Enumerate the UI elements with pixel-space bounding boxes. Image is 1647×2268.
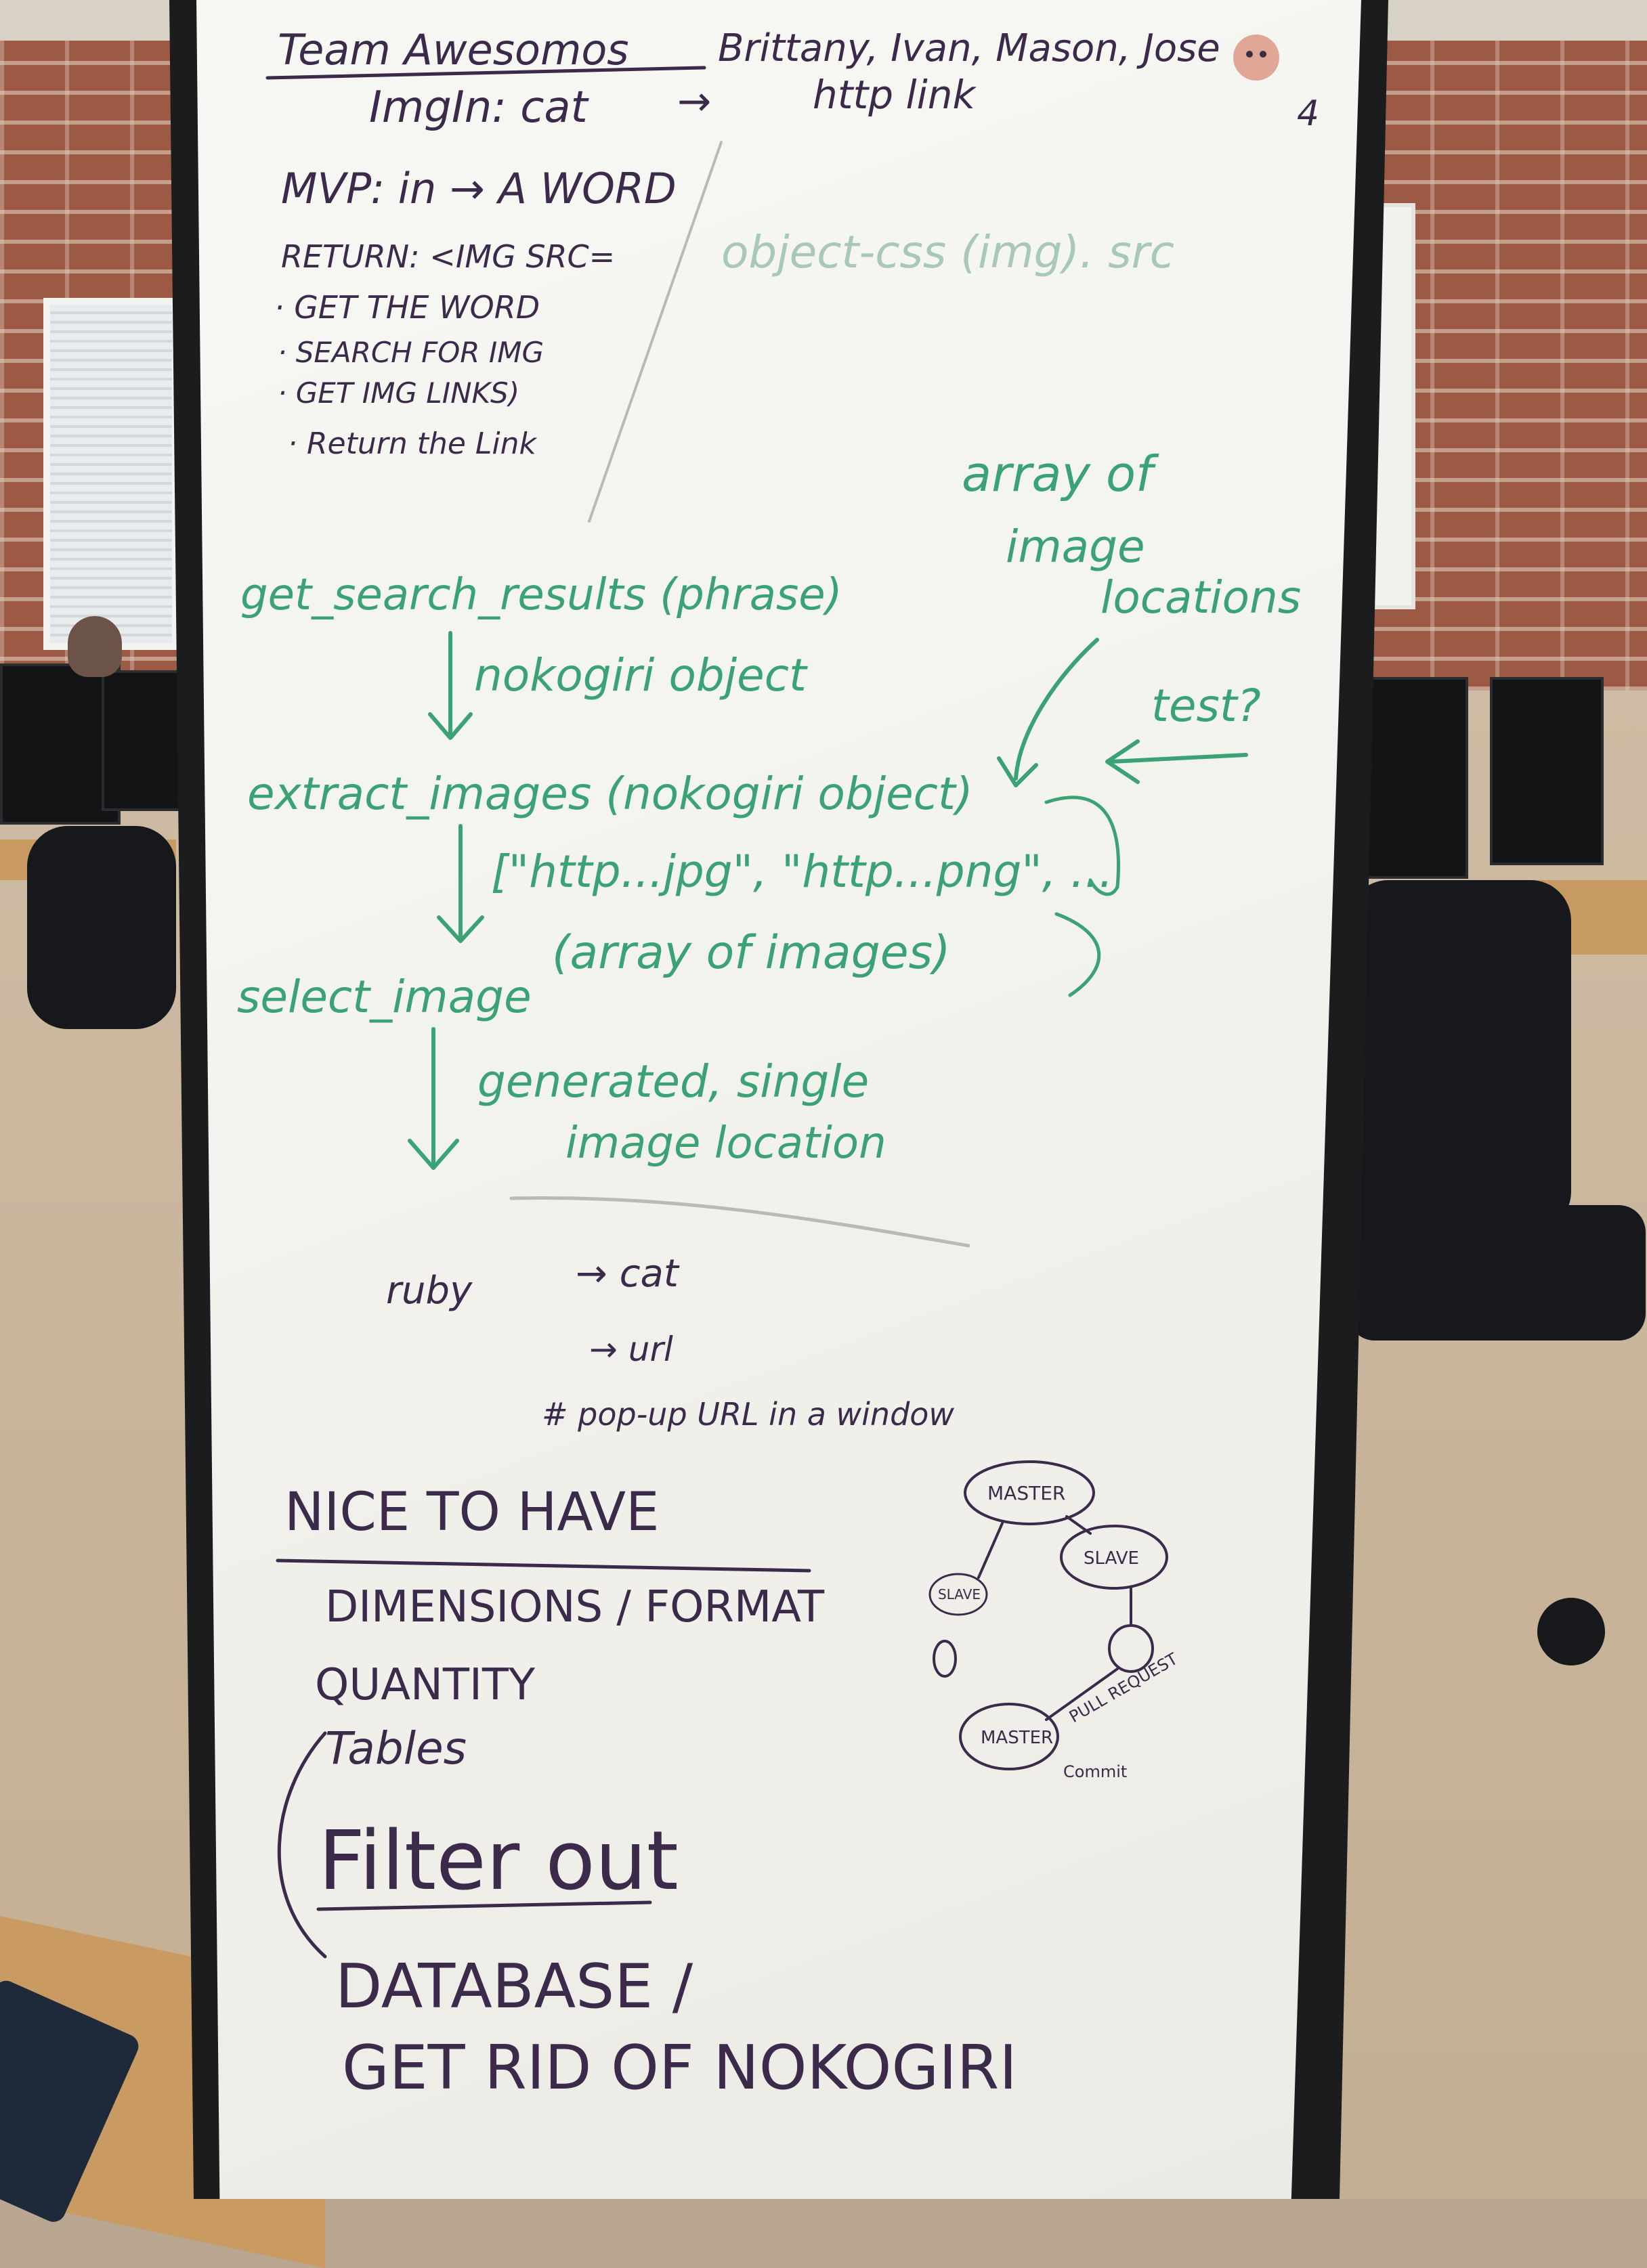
- diagram-node-top: [964, 1460, 1095, 1525]
- nice-item-dimensions: DIMENSIONS / FORMAT: [325, 1582, 825, 1632]
- array-note-3: locations: [1100, 571, 1301, 624]
- git-diagram: MASTER SLAVE SLAVE MASTER PULL REQUEST C…: [928, 1460, 1181, 1781]
- test-note: test?: [1151, 680, 1261, 732]
- diagram-node-bottom-label: MASTER: [981, 1728, 1053, 1748]
- out-nokogiri-object: nokogiri object: [474, 649, 808, 701]
- mvp-step-3: · GET IMG LINKS): [278, 376, 519, 410]
- title-result: http link: [813, 72, 977, 118]
- nice-item-database: DATABASE /: [335, 1951, 693, 2022]
- team-name: Team Awesomos: [278, 25, 629, 74]
- diagram-node-bottom: [959, 1703, 1059, 1770]
- mvp-step-2: · SEARCH FOR IMG: [278, 336, 544, 369]
- monitor-right-2: [1490, 677, 1604, 865]
- diagram-node-mid-label: SLAVE: [1084, 1548, 1139, 1569]
- person-head: [68, 616, 122, 677]
- fn-select-image: select_image: [237, 971, 532, 1023]
- chair-wheel: [1537, 1598, 1605, 1665]
- project-title: ImgIn: cat: [369, 83, 590, 133]
- out-generated-single: generated, single: [477, 1055, 869, 1108]
- title-arrow: →: [677, 78, 711, 125]
- nice-item-filter-out: Filter out: [318, 1814, 679, 1909]
- diagram-node-top-label: MASTER: [987, 1482, 1065, 1504]
- side-note: object-css (img). src: [721, 226, 1174, 278]
- mvp-step-1: · GET THE WORD: [274, 289, 540, 326]
- nice-to-have-heading: NICE TO HAVE: [284, 1482, 659, 1543]
- monitor-left-2: [102, 670, 181, 811]
- corner-mark: 4: [1297, 93, 1319, 134]
- nice-item-tables: Tables: [325, 1722, 467, 1774]
- nice-item-quantity: QUANTITY: [315, 1660, 536, 1710]
- out-image-location: image location: [565, 1118, 886, 1169]
- diagram-node-left: [928, 1573, 988, 1616]
- whiteboard-writing: Team Awesomos Brittany, Ivan, Mason, Jos…: [237, 25, 1319, 2103]
- mvp-step-4: · Return the Link: [288, 427, 538, 461]
- nice-item-get-rid-of-nokogiri: GET RID OF NOKOGIRI: [342, 2032, 1017, 2103]
- fn-get-search-results: get_search_results (phrase): [240, 570, 842, 620]
- diagram-edge-label-2: Commit: [1063, 1762, 1127, 1781]
- diagram-node-mid: [1060, 1525, 1168, 1590]
- ruby-arrow-cat: → cat: [576, 1252, 680, 1296]
- array-note-2: image: [1006, 521, 1145, 573]
- ruby-label: ruby: [386, 1269, 473, 1313]
- octopus-sticker-icon: [1233, 35, 1279, 81]
- fn-extract-images: extract_images (nokogiri object): [247, 768, 973, 820]
- return-line: RETURN: <IMG SRC=: [281, 238, 615, 275]
- array-note-1: array of: [962, 445, 1159, 502]
- whiteboard-surface: [196, 0, 1361, 2199]
- out-image-array: ["http...jpg", "http...png", ...: [491, 846, 1113, 898]
- mvp-line: MVP: in → A WORD: [281, 164, 677, 213]
- team-members: Brittany, Ivan, Mason, Jose: [718, 26, 1220, 70]
- out-array-note: (array of images): [552, 926, 951, 980]
- ruby-comment: # pop-up URL in a window: [542, 1396, 954, 1433]
- chair-right-back: [1348, 880, 1571, 1232]
- diagram-node-left-label: SLAVE: [938, 1586, 981, 1602]
- chair-right-seat: [1348, 1205, 1646, 1340]
- diagram-edge-label: PULL REQUEST: [1066, 1649, 1181, 1726]
- chair-left: [27, 826, 176, 1029]
- ruby-arrow-url: → url: [589, 1330, 673, 1369]
